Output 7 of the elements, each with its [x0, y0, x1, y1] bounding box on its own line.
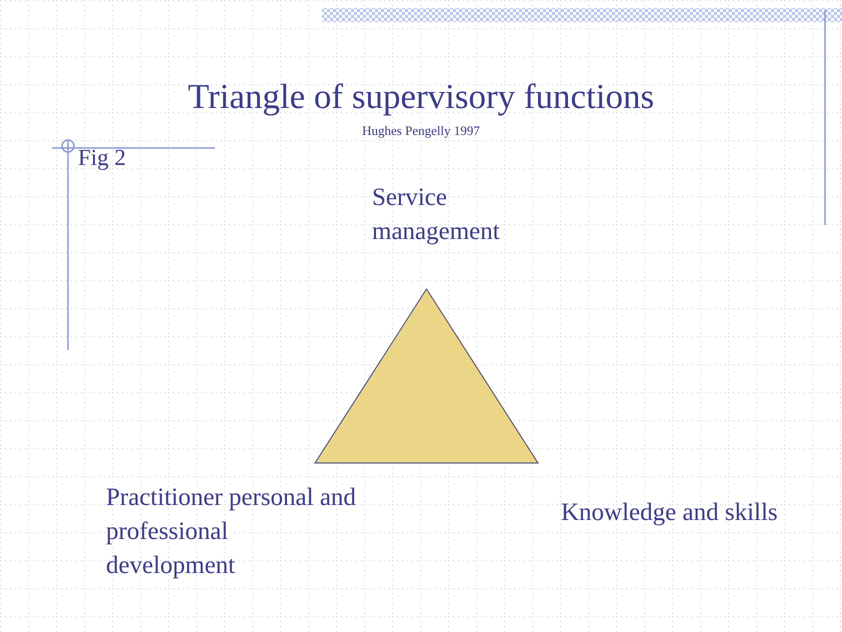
- figure-label: Fig 2: [78, 144, 126, 172]
- citation: Hughes Pengelly 1997: [362, 122, 480, 140]
- slide-title: Triangle of supervisory functions: [186, 76, 656, 118]
- triangle-shape: [314, 288, 539, 464]
- vertex-label: Knowledge and skills: [561, 498, 778, 528]
- vertex-label: Service management: [372, 183, 501, 247]
- vertex-label: Practitioner personal and professional development: [106, 483, 356, 580]
